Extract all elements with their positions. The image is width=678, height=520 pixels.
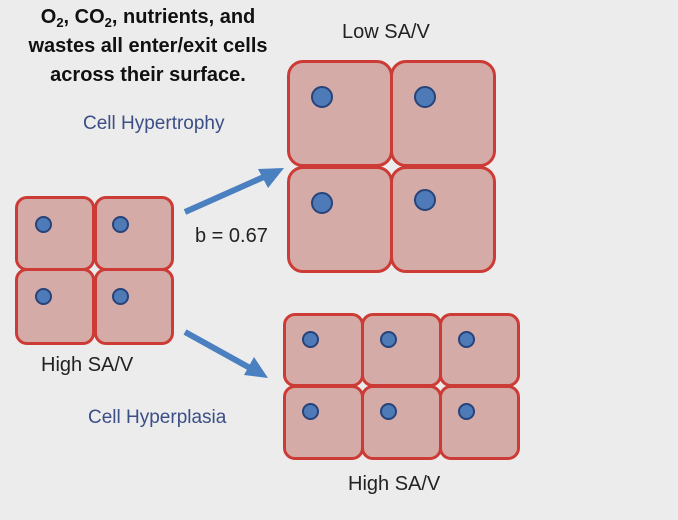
small-cell: [15, 196, 95, 271]
high-sav-left-label: High SA/V: [41, 354, 134, 376]
small-cell: [361, 385, 442, 460]
nucleus: [112, 216, 129, 233]
nucleus: [414, 86, 436, 108]
title-co-text: , CO: [63, 6, 105, 28]
large-cell: [390, 60, 496, 167]
hyperplasia-arrowhead: [244, 357, 268, 378]
nucleus: [35, 288, 52, 305]
nucleus: [380, 331, 397, 348]
title-co2-subscript: 2: [104, 15, 112, 30]
title-line-3: across their surface.: [50, 64, 246, 86]
small-cell: [361, 313, 442, 387]
small-cell: [439, 385, 520, 460]
small-cell: [94, 196, 174, 271]
small-cell: [283, 385, 364, 460]
nucleus: [302, 331, 319, 348]
large-cell: [287, 60, 393, 167]
cell-hyperplasia-label: Cell Hyperplasia: [88, 407, 227, 428]
small-cell: [283, 313, 364, 387]
small-cell: [15, 268, 95, 345]
small-cell: [94, 268, 174, 345]
title-line-2: wastes all enter/exit cells: [28, 35, 268, 57]
nucleus: [302, 403, 319, 420]
nucleus: [35, 216, 52, 233]
hypertrophy-arrowhead: [258, 168, 284, 188]
cell-hypertrophy-label: Cell Hypertrophy: [83, 113, 225, 134]
large-cell: [390, 166, 496, 273]
high-sav-bottom-label: High SA/V: [348, 473, 441, 495]
exponent-label: b = 0.67: [195, 225, 268, 247]
title-nutrients-text: , nutrients, and: [111, 6, 256, 28]
hypertrophy-arrow-shaft: [183, 173, 268, 215]
title-o-text: O: [40, 6, 57, 28]
large-cell: [287, 166, 393, 273]
hypertrophy-arrow: [183, 168, 284, 215]
hyperplasia-arrow: [183, 329, 268, 378]
nucleus: [380, 403, 397, 420]
hyperplasia-arrow-shaft: [183, 329, 252, 371]
nucleus: [112, 288, 129, 305]
nucleus: [311, 192, 333, 214]
title-o2-subscript: 2: [56, 15, 64, 30]
diagram-title: O2, CO2, nutrients, and wastes all enter…: [0, 3, 296, 90]
nucleus: [414, 189, 436, 211]
nucleus: [458, 331, 475, 348]
small-cell: [439, 313, 520, 387]
nucleus: [311, 86, 333, 108]
low-sav-label: Low SA/V: [342, 21, 430, 43]
nucleus: [458, 403, 475, 420]
